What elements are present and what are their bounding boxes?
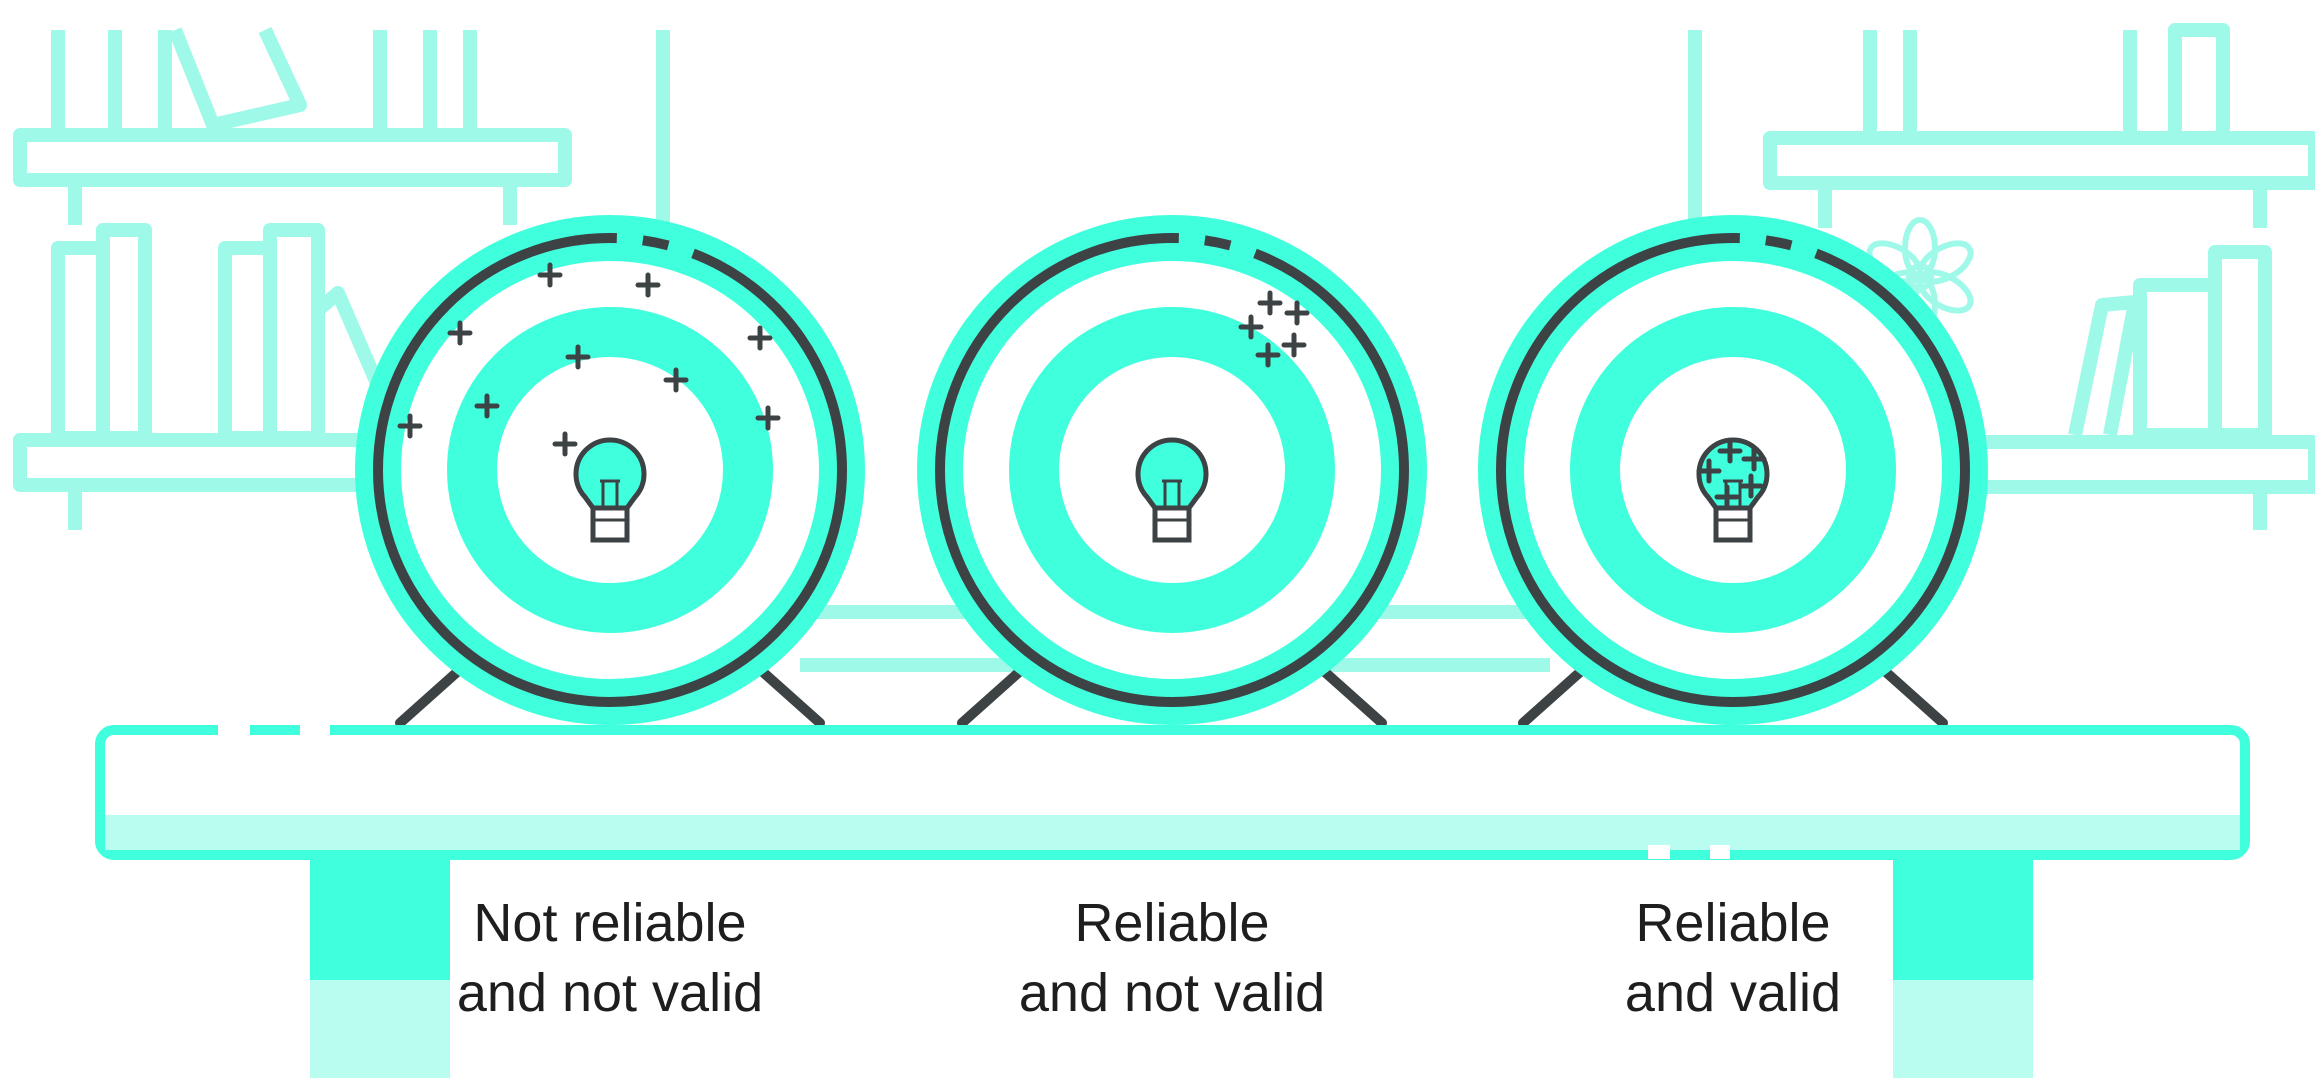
plus-mark-icon [1284, 300, 1310, 326]
plus-mark-icon [1696, 458, 1722, 484]
plus-mark-icon [1717, 438, 1743, 464]
right-bookshelf [1688, 23, 2315, 620]
caption-line-2: and not valid [456, 963, 764, 1023]
lightbulb-icon [573, 437, 647, 543]
plus-mark-icon [447, 320, 473, 346]
caption-target-3: Reliable and valid [1483, 888, 1983, 1028]
plus-mark-icon [755, 405, 781, 431]
plus-mark-icon [635, 272, 661, 298]
plus-mark-icon [537, 262, 563, 288]
plus-mark-icon [474, 393, 500, 419]
plus-mark-icon [1255, 342, 1281, 368]
plus-mark-icon [565, 344, 591, 370]
plus-mark-icon [1238, 314, 1264, 340]
caption-line-2: and valid [1624, 963, 1842, 1023]
plus-mark-icon [1714, 484, 1740, 510]
caption-line-1: Not reliable [473, 893, 747, 953]
plus-mark-icon [552, 431, 578, 457]
plus-mark-icon [1741, 446, 1767, 472]
target-reliable-valid [1478, 215, 1988, 725]
plus-mark-icon [1257, 290, 1283, 316]
target-reliable-not-valid [917, 215, 1427, 725]
lightbulb-icon [1135, 437, 1209, 543]
caption-target-1: Not reliable and not valid [360, 888, 860, 1028]
plus-mark-icon [663, 367, 689, 393]
caption-line-1: Reliable [1074, 893, 1270, 953]
target-stands [395, 660, 1948, 728]
caption-target-2: Reliable and not valid [922, 888, 1422, 1028]
plus-mark-icon [1738, 473, 1764, 499]
shot-marks [397, 262, 1767, 510]
caption-line-1: Reliable [1635, 893, 1831, 953]
table [95, 725, 2250, 1078]
caption-line-2: and not valid [1018, 963, 1326, 1023]
target-not-reliable-not-valid [355, 215, 865, 725]
plus-mark-icon [747, 325, 773, 351]
plus-mark-icon [1281, 332, 1307, 358]
plus-mark-icon [397, 413, 423, 439]
